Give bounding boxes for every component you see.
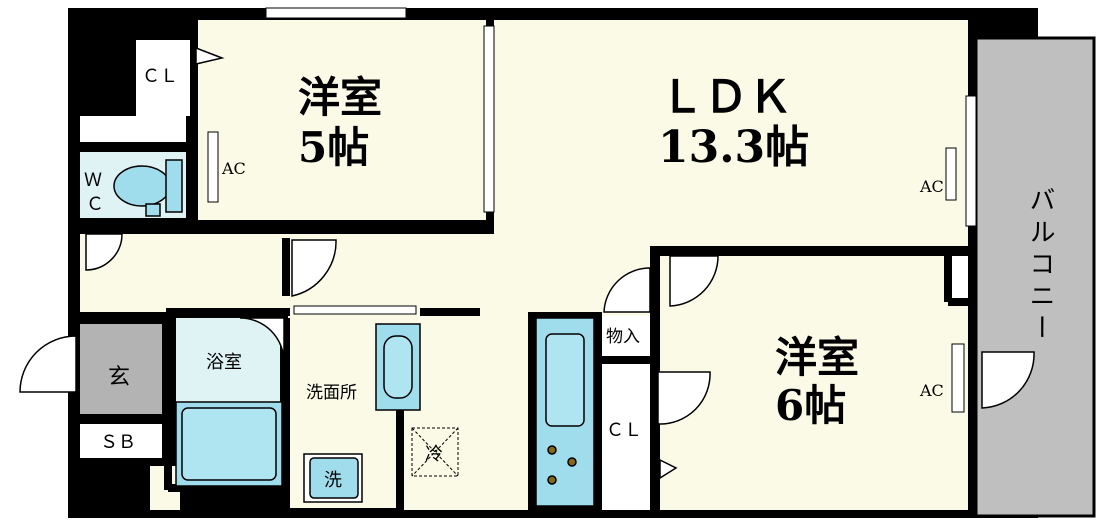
label-cl-top: ＣＬ	[142, 66, 178, 87]
wc-upper-space	[80, 116, 186, 142]
burner-icon	[567, 457, 577, 467]
room-western5-name: 洋室	[298, 73, 382, 122]
nook-right	[952, 256, 968, 298]
toilet-icon	[113, 159, 183, 217]
washer-icon	[303, 453, 363, 503]
sb-area	[80, 424, 162, 460]
room-ldk-size: 13.3帖	[658, 122, 809, 173]
sink-icon	[375, 323, 421, 411]
label-balcony: バルコニー	[1025, 186, 1055, 346]
burner-icon	[547, 475, 557, 485]
balcony	[974, 36, 1096, 518]
label-ac-ldk: AC	[919, 177, 944, 196]
closet-right	[602, 364, 650, 510]
room-western5-size: 5帖	[298, 123, 369, 172]
entrance-floor	[80, 324, 162, 414]
bathtub-icon	[175, 401, 283, 487]
room-ldk	[494, 20, 968, 246]
room-western-5	[198, 20, 486, 220]
label-cl-right: ＣＬ	[606, 420, 642, 441]
kitchen-counter	[535, 317, 595, 507]
label-wc-top: Ｗ	[84, 170, 102, 191]
label-washer: 洗	[324, 470, 342, 491]
storage-room	[602, 316, 650, 356]
room-western6-size: 6帖	[775, 381, 846, 430]
label-washroom: 洗面所	[306, 383, 357, 403]
label-ac-western5: AC	[221, 159, 246, 178]
door-swings	[19, 46, 1035, 480]
label-ac-western6: AC	[919, 381, 944, 400]
label-bathroom: 浴室	[206, 352, 242, 373]
room-western6-name: 洋室	[775, 333, 859, 382]
room-ldk-name: ＬＤＫ	[660, 72, 792, 123]
hallway	[80, 234, 650, 510]
label-storage: 物入	[606, 327, 640, 347]
label-sb: ＳＢ	[100, 432, 136, 453]
burner-icon	[547, 445, 557, 455]
fridge-icon	[411, 427, 459, 477]
room-western-6	[660, 256, 968, 510]
label-entrance: 玄	[108, 365, 130, 390]
label-fridge: 冷	[425, 444, 443, 465]
closet-top	[136, 40, 192, 116]
windows	[207, 7, 977, 413]
label-wc-bottom: Ｃ	[86, 194, 104, 215]
